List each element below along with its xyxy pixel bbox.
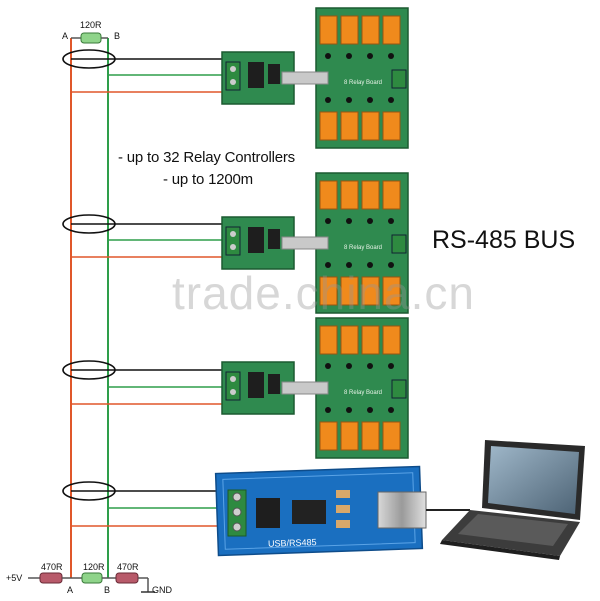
ground-label: GND (152, 585, 172, 595)
twisted-pair-ellipse (62, 360, 116, 380)
ribbon-cable (281, 236, 329, 250)
laptop-screen (488, 446, 579, 514)
relay (382, 421, 401, 451)
relay (340, 421, 359, 451)
board-label: 8 Relay Board (344, 80, 382, 86)
laptop (440, 440, 585, 560)
module-terminal-block (227, 489, 247, 537)
relay (340, 180, 359, 210)
top-terminator-resistor (80, 32, 102, 44)
ribbon-cable (281, 71, 329, 85)
relay (319, 180, 338, 210)
relay (319, 421, 338, 451)
relay (319, 325, 338, 355)
caption-line-1: - up to 32 Relay Controllers (118, 149, 295, 166)
bottom-a-label: A (67, 585, 74, 595)
watermark: trade.china.cn (172, 267, 475, 319)
branch-4 (62, 481, 225, 527)
module-chip (256, 498, 280, 528)
twisted-pair-ellipse (62, 49, 116, 69)
res-right-label: 470R (117, 562, 139, 572)
bias-resistor-right (115, 572, 139, 584)
relay-unit-1: 8 Relay Board (221, 7, 409, 149)
bottom-b-label: B (104, 585, 111, 595)
relay (382, 111, 401, 141)
board-label: 8 Relay Board (344, 390, 382, 396)
usb-rs485-module: USB/RS485 (214, 465, 427, 557)
bias-network (28, 572, 155, 593)
relay (319, 111, 338, 141)
board-label: 8 Relay Board (344, 245, 382, 251)
top-b-label: B (114, 31, 121, 41)
twisted-pair-ellipse (62, 214, 116, 234)
caption-line-2: - up to 1200m (163, 171, 253, 188)
relay (340, 111, 359, 141)
usb-connector (377, 491, 427, 529)
top-a-label: A (62, 31, 69, 41)
relay (319, 276, 338, 306)
relay-unit-3: 8 Relay Board (221, 317, 409, 459)
branch-1 (62, 49, 225, 93)
branch-2 (62, 214, 225, 258)
relay (382, 276, 401, 306)
branch-3 (62, 360, 225, 405)
twisted-pair-ellipse (62, 481, 116, 501)
relay-unit-2: 8 Relay Board (221, 172, 409, 314)
relay (319, 15, 338, 45)
top-resistor-label: 120R (80, 20, 102, 30)
res-mid-label: 120R (83, 562, 105, 572)
relay (361, 325, 380, 355)
relay (361, 180, 380, 210)
relay (382, 325, 401, 355)
bus-title: RS-485 BUS (432, 226, 576, 254)
relay (361, 111, 380, 141)
relay (361, 276, 380, 306)
relay (340, 15, 359, 45)
relay (361, 15, 380, 45)
relay (340, 276, 359, 306)
bias-resistor-mid (81, 572, 103, 584)
relay (361, 421, 380, 451)
res-left-label: 470R (41, 562, 63, 572)
ribbon-cable (281, 381, 329, 395)
relay (382, 180, 401, 210)
bias-resistor-left (39, 572, 63, 584)
relay (340, 325, 359, 355)
supply-label: +5V (6, 573, 23, 583)
usb-module-label: USB/RS485 (268, 537, 317, 549)
relay (382, 15, 401, 45)
